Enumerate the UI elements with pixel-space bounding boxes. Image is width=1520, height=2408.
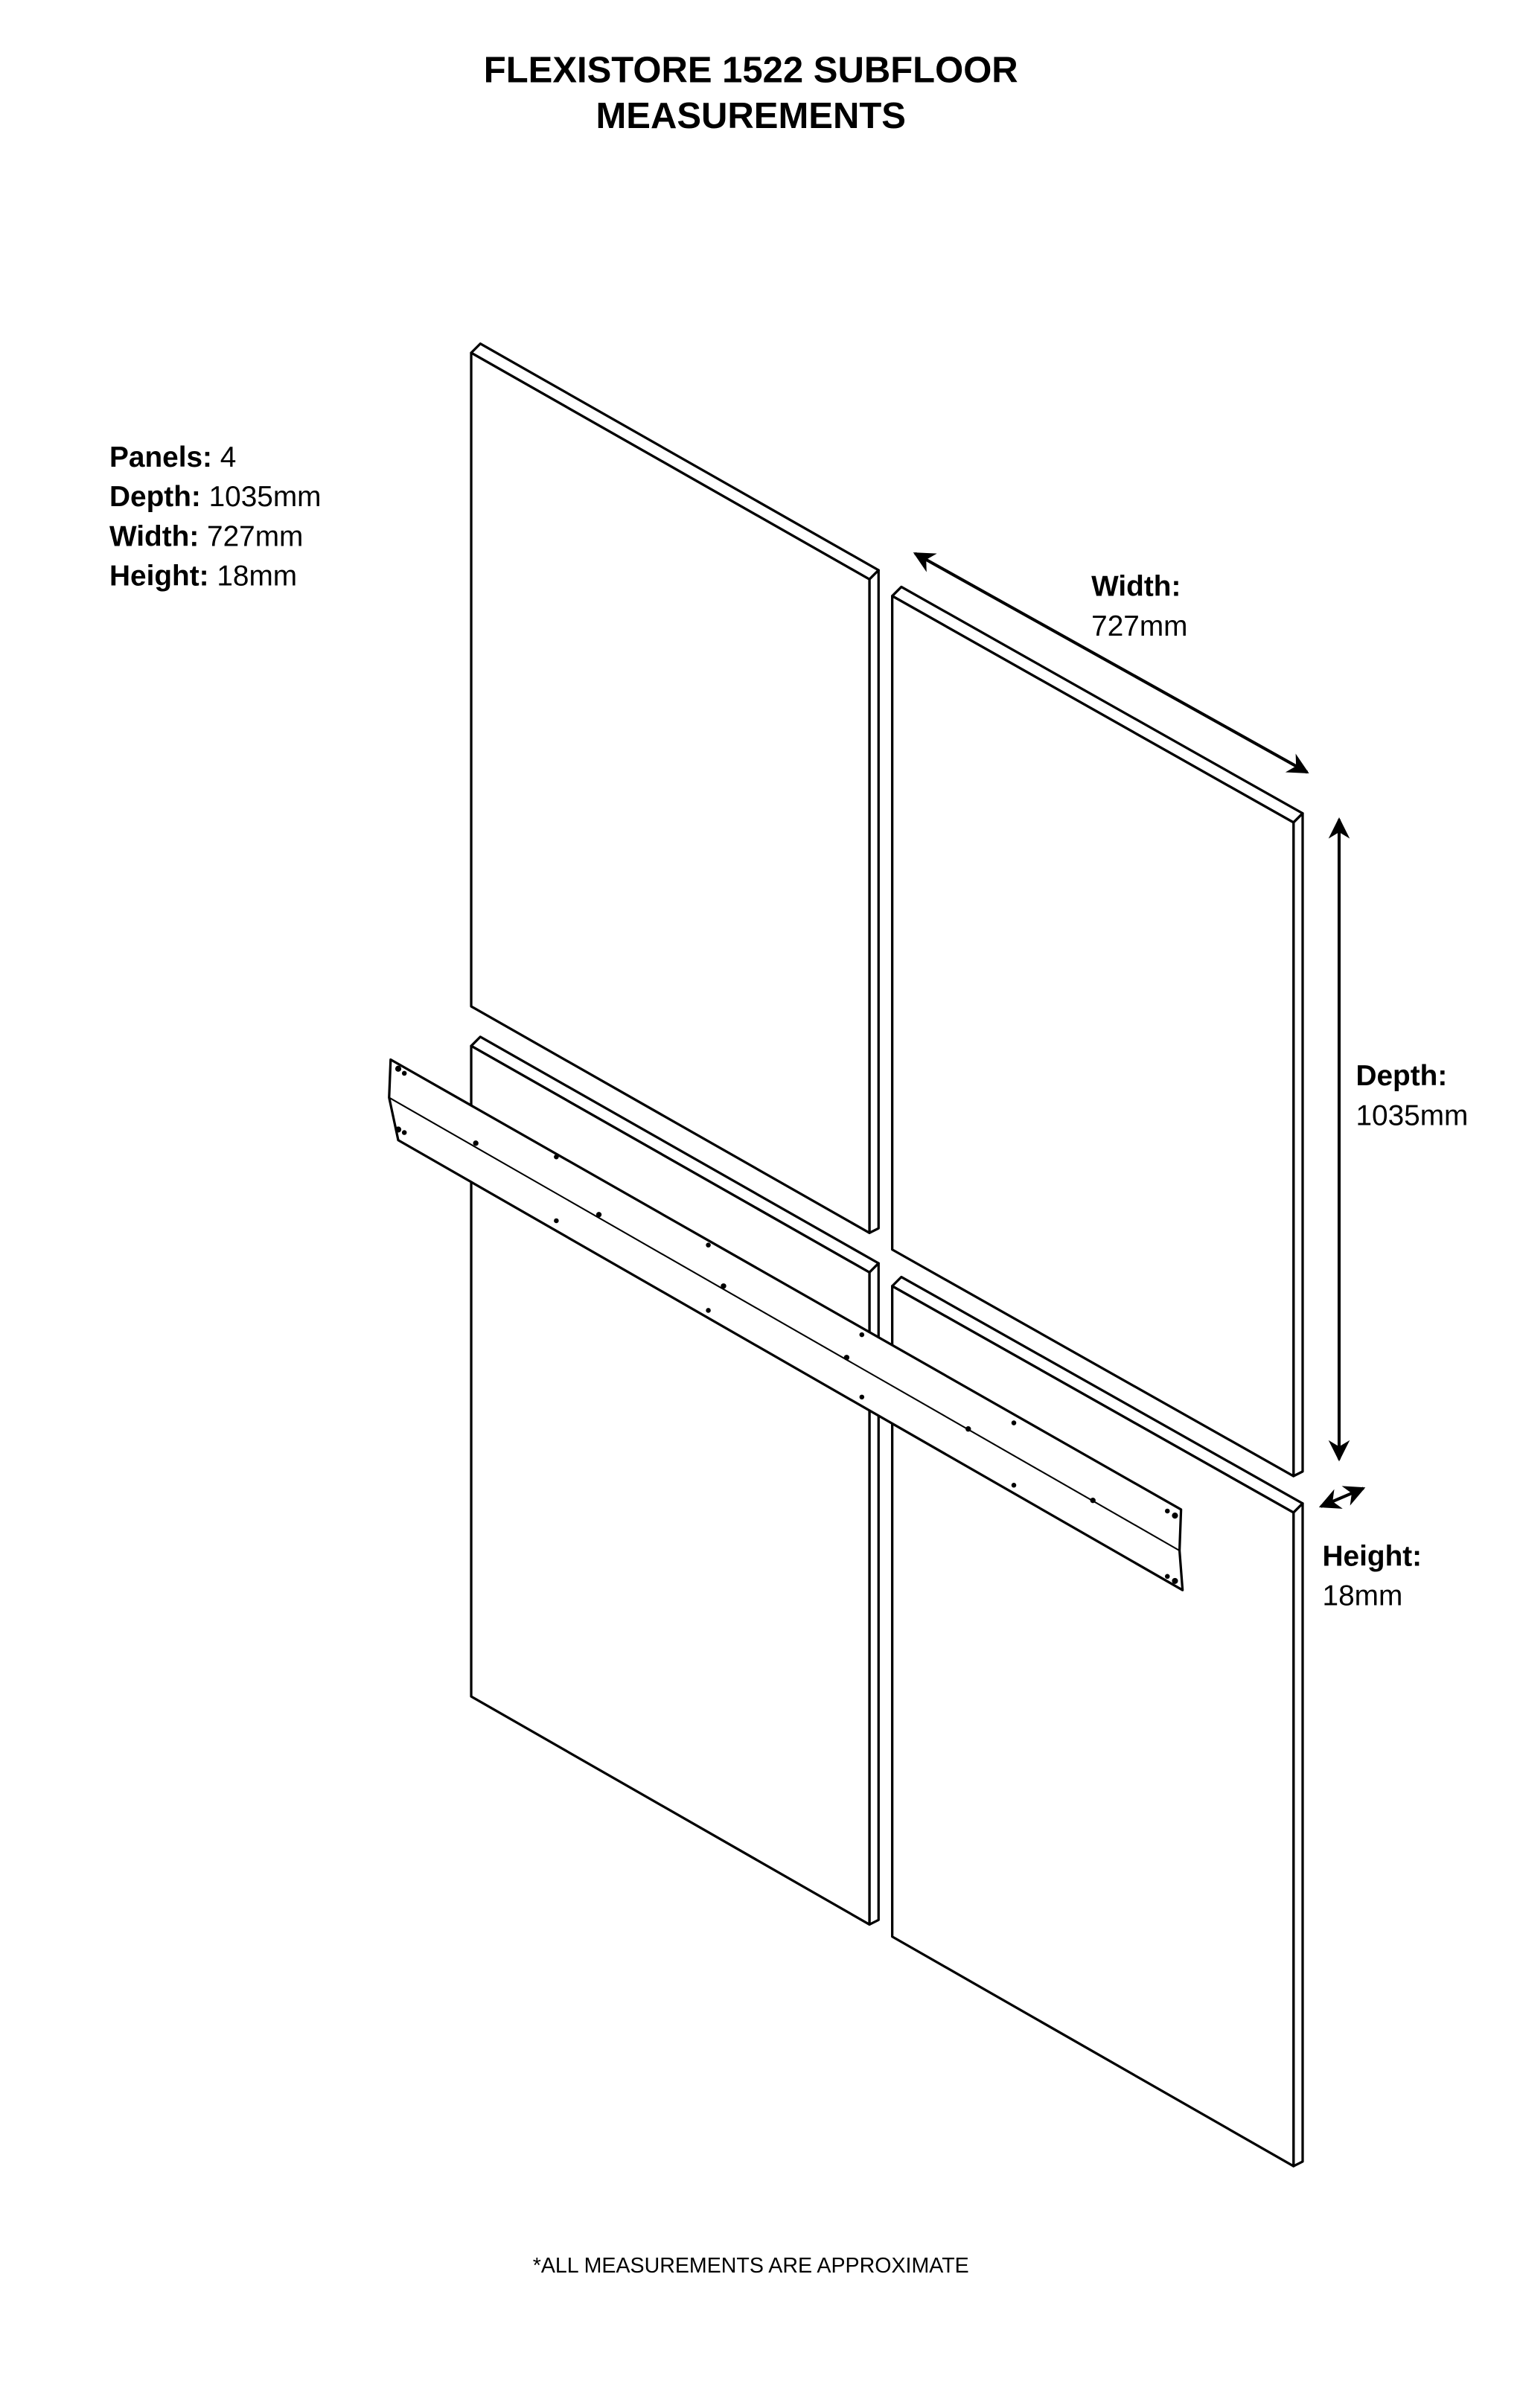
width-arrow-icon [913, 552, 1309, 774]
panel-bottom-left [470, 1035, 880, 1926]
specs-list: Panels: 4 Depth: 1035mm Width: 727mm Hei… [109, 441, 321, 592]
support-rail [388, 1058, 1184, 1591]
depth-label: Depth: [1355, 1060, 1447, 1092]
spec-panels: Panels: 4 [109, 441, 236, 473]
rail-holes [395, 1065, 1178, 1584]
spec-height: Height: 18mm [109, 560, 297, 592]
height-arrow-icon [1318, 1486, 1366, 1509]
title-line-1: FLEXISTORE 1522 SUBFLOOR [484, 51, 1018, 91]
title-line-2: MEASUREMENTS [595, 96, 906, 136]
width-label: Width: [1091, 571, 1181, 603]
width-value: 727mm [1091, 610, 1187, 642]
spec-width: Width: 727mm [109, 520, 303, 552]
spec-depth: Depth: 1035mm [109, 481, 321, 513]
footer-note: *ALL MEASUREMENTS ARE APPROXIMATE [533, 2254, 969, 2278]
height-value: 18mm [1323, 1580, 1403, 1612]
height-label: Height: [1323, 1540, 1422, 1572]
depth-value: 1035mm [1355, 1099, 1468, 1131]
panel-bottom-right [891, 1275, 1304, 2168]
panel-top-left [470, 342, 880, 1234]
